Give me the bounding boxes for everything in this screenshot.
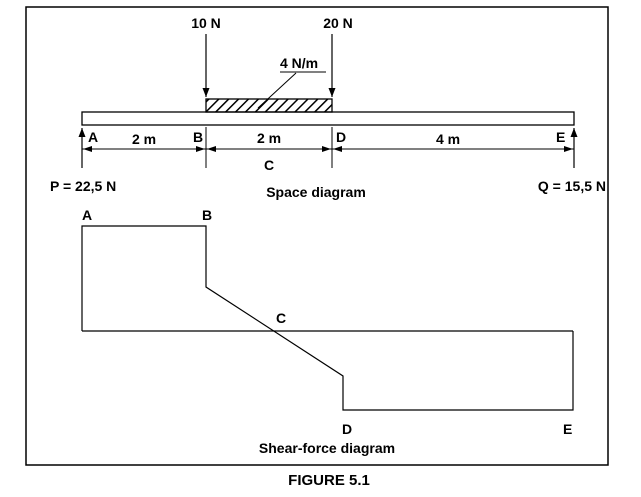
sfd-point-e: E <box>563 421 572 437</box>
dim-label-bd: 2 m <box>257 130 281 146</box>
load-label-d: 20 N <box>323 15 353 31</box>
space-point-c: C <box>264 157 274 173</box>
space-point-a: A <box>88 129 98 145</box>
dim-arrow-de-right <box>564 146 573 152</box>
sfd-outline <box>81 225 574 411</box>
figure-caption: FIGURE 5.1 <box>288 472 370 489</box>
sfd-point-d: D <box>342 421 352 437</box>
space-point-e: E <box>556 129 565 145</box>
dim-label-de: 4 m <box>436 131 460 147</box>
shear-diagram-caption: Shear-force diagram <box>259 440 395 456</box>
load-label-b: 10 N <box>191 15 221 31</box>
distributed-load-block <box>205 98 333 113</box>
beam <box>81 111 575 126</box>
dim-arrow-de-left <box>333 146 342 152</box>
sfd-point-a: A <box>82 207 92 223</box>
space-diagram-caption: Space diagram <box>266 184 366 200</box>
space-point-b: B <box>193 129 203 145</box>
sfd-point-b: B <box>202 207 212 223</box>
dim-label-ab: 2 m <box>132 131 156 147</box>
udl-leader <box>257 72 297 109</box>
dim-arrow-bd-left <box>207 146 216 152</box>
dim-arrow-ab-right <box>196 146 205 152</box>
space-diagram: 10 N 20 N 4 N/m A B D E C 2 m 2 m 4 m P … <box>50 15 606 200</box>
space-point-d: D <box>336 129 346 145</box>
shear-force-diagram: A B C D E Shear-force diagram <box>81 207 574 456</box>
reaction-label-p: P = 22,5 N <box>50 178 116 194</box>
dim-arrow-ab-left <box>83 146 92 152</box>
sfd-point-c: C <box>276 310 286 326</box>
udl-label: 4 N/m <box>280 55 318 71</box>
figure-border <box>25 6 609 466</box>
dim-arrow-bd-right <box>322 146 331 152</box>
reaction-label-q: Q = 15,5 N <box>538 178 606 194</box>
